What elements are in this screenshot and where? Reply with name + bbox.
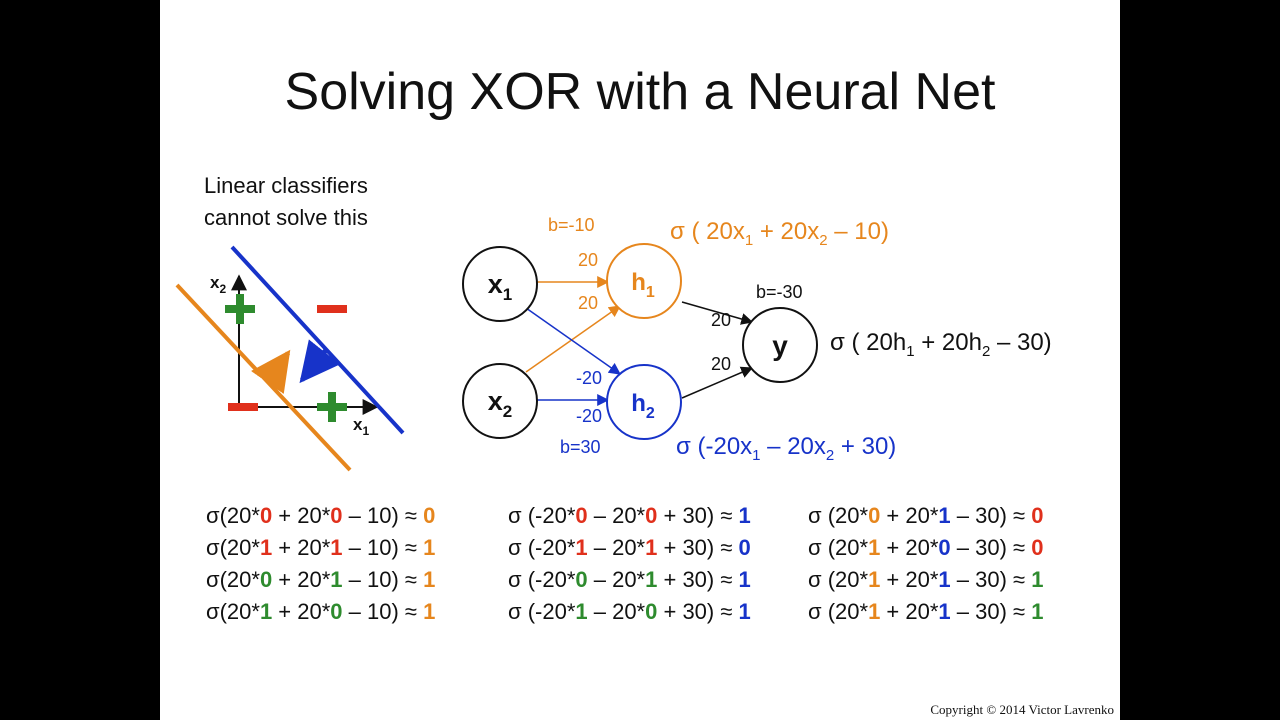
y-bias: b=-30 <box>756 282 803 302</box>
minus-marker-top-right <box>317 305 347 313</box>
h2-equation-column: σ (-20*0 – 20*0 + 30) ≈ 1 σ (-20*1 – 20*… <box>508 500 751 628</box>
equation-row: σ(20*0 + 20*1 – 10) ≈ 1 <box>206 567 436 592</box>
note-line-2: cannot solve this <box>204 205 368 230</box>
equation-row: σ (-20*1 – 20*0 + 30) ≈ 1 <box>508 599 751 624</box>
x-axis-label: x1 <box>353 415 369 438</box>
node-x1: x1 <box>462 246 538 322</box>
network-edges <box>525 276 754 406</box>
weight-x2-h1: 20 <box>578 293 598 313</box>
y-axis-label: x2 <box>210 273 226 296</box>
weight-x1-h2: -20 <box>576 368 602 388</box>
equation-row: σ(20*1 + 20*1 – 10) ≈ 1 <box>206 535 436 560</box>
weight-h2-y: 20 <box>711 354 731 374</box>
equation-row: σ (-20*0 – 20*1 + 30) ≈ 1 <box>508 567 751 592</box>
h1-formula: σ ( 20x1 + 20x2 – 10) <box>670 218 889 249</box>
equation-row: σ(20*1 + 20*0 – 10) ≈ 1 <box>206 599 436 624</box>
node-x2: x2 <box>462 363 538 439</box>
weight-x2-h2: -20 <box>576 406 602 426</box>
y-formula: σ ( 20h1 + 20h2 – 30) <box>830 329 1052 360</box>
h1-equation-column: σ(20*0 + 20*0 – 10) ≈ 0 σ(20*1 + 20*1 – … <box>206 500 435 628</box>
svg-text:x2: x2 <box>488 386 513 421</box>
edge-x1-h2 <box>525 307 621 375</box>
xor-plot: x2 x1 <box>175 245 405 472</box>
plus-marker-top-left <box>225 294 255 324</box>
orange-arrow <box>250 349 291 394</box>
h1-bias: b=-10 <box>548 215 595 235</box>
slide-title: Solving XOR with a Neural Net <box>284 63 996 121</box>
y-equation-column: σ (20*0 + 20*1 – 30) ≈ 0 σ (20*1 + 20*0 … <box>808 500 1043 628</box>
note-line-1: Linear classifiers <box>204 173 368 198</box>
edge-h2-y <box>681 366 754 399</box>
xor-diagram: x2 x1 <box>175 215 1052 472</box>
linear-classifier-note: Linear classifiers cannot solve this <box>204 170 368 234</box>
equation-row: σ (20*1 + 20*0 – 30) ≈ 0 <box>808 535 1044 560</box>
equation-row: σ (20*0 + 20*1 – 30) ≈ 0 <box>808 503 1044 528</box>
minus-marker-origin <box>228 403 258 411</box>
equation-row: σ (-20*0 – 20*0 + 30) ≈ 1 <box>508 503 751 528</box>
equation-row: σ (-20*1 – 20*1 + 30) ≈ 0 <box>508 535 751 560</box>
h2-bias: b=30 <box>560 437 601 457</box>
equation-row: σ(20*0 + 20*0 – 10) ≈ 0 <box>206 503 436 528</box>
node-h2: h2 <box>606 364 682 440</box>
copyright-notice: Copyright © 2014 Victor Lavrenko <box>930 702 1114 717</box>
h2-formula: σ (-20x1 – 20x2 + 30) <box>676 433 896 464</box>
blue-arrow <box>299 339 341 384</box>
weight-h1-y: 20 <box>711 310 731 330</box>
node-y: y <box>742 307 818 383</box>
slide: Solving XOR with a Neural Net Linear cla… <box>160 0 1120 720</box>
edge-x2-h1 <box>525 305 621 373</box>
equation-row: σ (20*1 + 20*1 – 30) ≈ 1 <box>808 599 1044 624</box>
equation-row: σ (20*1 + 20*1 – 30) ≈ 1 <box>808 567 1044 592</box>
svg-text:y: y <box>772 330 788 361</box>
plus-marker-bottom-right <box>317 392 347 422</box>
weight-x1-h1: 20 <box>578 250 598 270</box>
node-h1: h1 <box>606 243 682 319</box>
edge-h1-y <box>681 301 754 325</box>
